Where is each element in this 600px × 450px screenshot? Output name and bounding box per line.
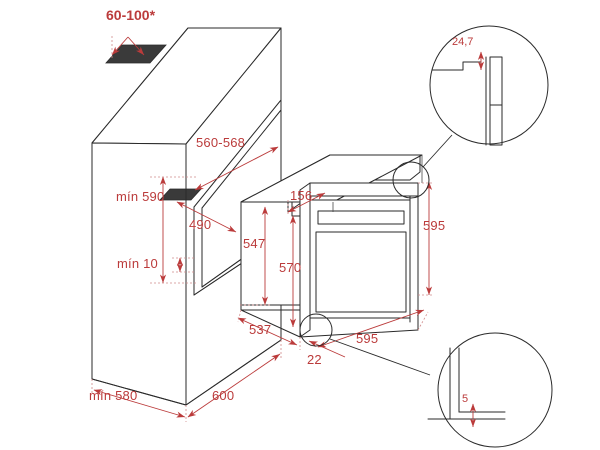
oven-top-trim: [309, 182, 419, 197]
dim-bottom-gap: mín 10: [117, 256, 196, 273]
dim-oven-top-offset: 156: [287, 188, 326, 216]
dim-niche-depth: 490: [176, 201, 237, 233]
detail-view-bottom: 5: [427, 332, 553, 448]
detail-top-panel-b: [489, 104, 503, 146]
label-cabinet-width: 600: [212, 388, 234, 403]
cabinet-group: [91, 27, 282, 406]
label-oven-body-height: 547: [243, 236, 265, 251]
dim-niche-height: mín 590: [116, 176, 196, 284]
label-oven-protrusion: 22: [307, 352, 322, 367]
detail-marker-top: [392, 161, 430, 199]
dim-vent-gap: 60-100*: [106, 7, 156, 58]
detail-marker-bottom: [299, 313, 333, 347]
label-oven-door-height: 570: [279, 260, 301, 275]
label-detail-bottom: 5: [462, 393, 468, 405]
label-oven-front-width: 595: [356, 331, 378, 346]
dim-niche-width: 560-568: [194, 135, 279, 191]
detail-top-profile: [431, 61, 482, 71]
detail-view-top: 24,7: [429, 25, 549, 146]
cabinet-front-face: [91, 142, 187, 406]
label-oven-front-height: 595: [423, 218, 445, 233]
detail-bottom-boundary: [437, 332, 553, 448]
label-oven-body-depth: 537: [249, 322, 271, 337]
oven-group: [240, 154, 423, 338]
dim-cabinet-width: 600: [187, 340, 282, 418]
label-niche-width: 560-568: [196, 135, 245, 150]
detail-top-boundary: [429, 25, 549, 145]
dim-oven-body-depth: 537: [237, 309, 298, 346]
label-cabinet-depth: mín 580: [89, 388, 137, 403]
oven-door-edge-strip: [299, 182, 311, 338]
label-oven-top-offset: 156: [290, 188, 312, 203]
label-niche-depth: 490: [189, 217, 211, 232]
dim-oven-front-height: 595: [418, 181, 445, 296]
detail-top-panel-a: [489, 56, 503, 106]
oven-handle-bar: [317, 210, 405, 225]
dim-oven-body-height: 547: [240, 206, 270, 306]
dim-oven-door-height: 570: [279, 215, 301, 327]
label-detail-top: 24,7: [452, 36, 473, 48]
dim-cabinet-depth: mín 580: [89, 379, 187, 422]
label-vent-gap: 60-100*: [106, 7, 156, 23]
label-niche-height: mín 590: [116, 189, 164, 204]
detail-leader-top: [422, 134, 453, 168]
label-bottom-gap: mín 10: [117, 256, 158, 271]
oven-side-face: [240, 201, 306, 306]
cabinet-top-vent: [105, 44, 167, 64]
detail-leader-bottom: [329, 338, 431, 376]
dim-oven-protrusion: 22: [299, 337, 346, 367]
